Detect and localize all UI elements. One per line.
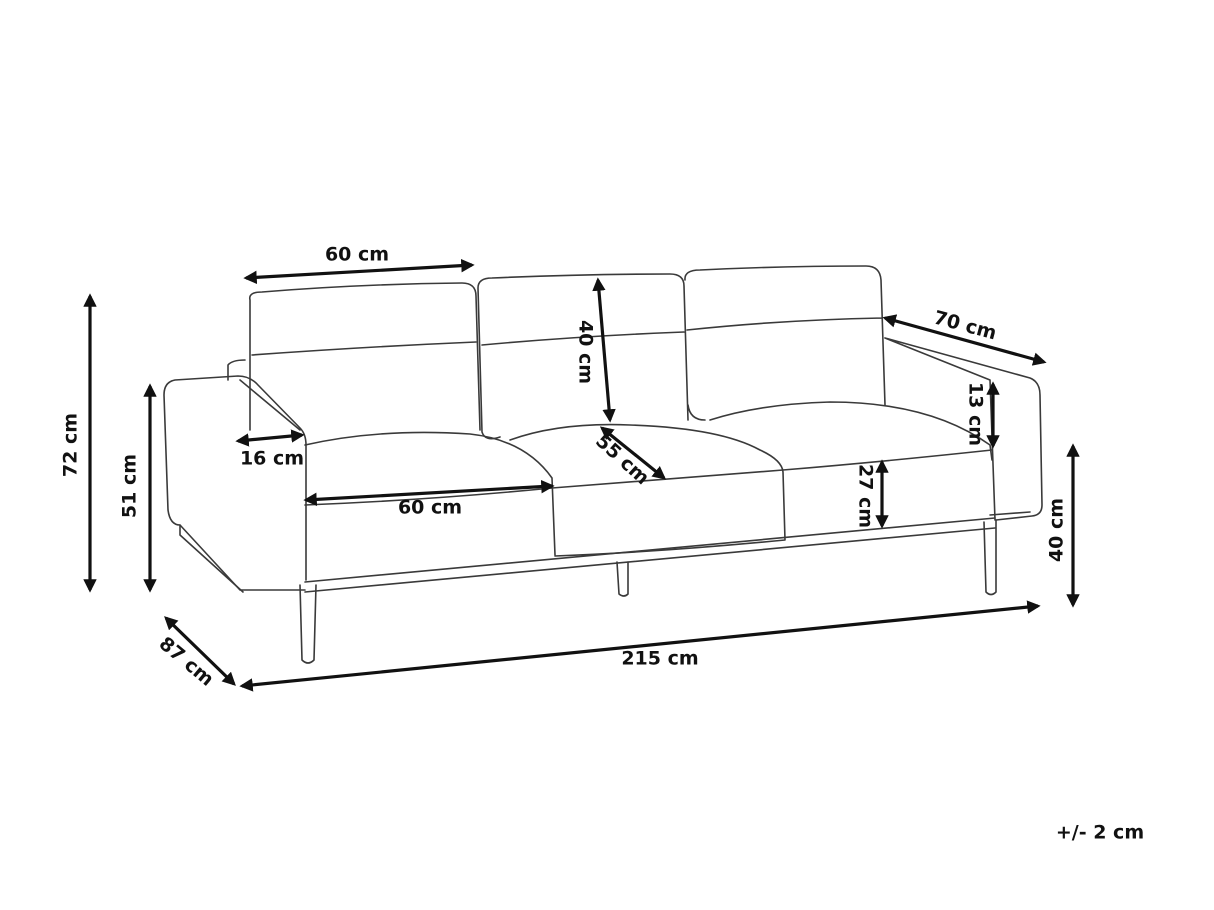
arrow-back-cushion-width [243, 258, 475, 285]
label-total-width: 215 cm [621, 648, 698, 670]
label-seat-width: 60 cm [398, 497, 462, 519]
label-seat-height: 40 cm [1046, 498, 1068, 562]
back-cushion-left [248, 282, 481, 431]
arrow-total-depth [164, 616, 236, 686]
label-back-cushion-height: 40 cm [575, 320, 597, 384]
label-total-height: 72 cm [60, 413, 82, 477]
arrow-armrest-width [235, 429, 305, 447]
sofa-base [179, 511, 1031, 593]
label-armrest-height: 51 cm [119, 454, 141, 518]
leg-front-middle [616, 561, 629, 597]
back-cushion-right [684, 265, 886, 421]
arrow-back-cushion-height [592, 277, 616, 423]
label-total-depth: 87 cm [155, 633, 218, 691]
leg-front-left [299, 584, 317, 664]
arrow-total-width [239, 600, 1041, 692]
back-frame [227, 359, 246, 381]
label-seat-cushion-height: 27 cm [855, 464, 877, 528]
label-back-cushion-width: 60 cm [325, 244, 389, 266]
label-armrest-width: 16 cm [240, 448, 304, 470]
dimension-arrows [83, 258, 1080, 692]
label-tolerance: +/- 2 cm [1056, 822, 1144, 844]
left-armrest [163, 375, 307, 591]
label-seat-depth: 55 cm [591, 430, 653, 489]
back-cushion-middle [477, 273, 689, 440]
seat-cushion-middle [509, 423, 786, 557]
label-armrest-above-seat: 13 cm [965, 382, 987, 446]
seat-cushion-right [709, 401, 993, 471]
leg-front-right [983, 519, 997, 596]
arrow-seat-width [303, 479, 555, 507]
arrow-seat-depth [599, 426, 667, 480]
arrow-armrest-depth [882, 314, 1047, 366]
